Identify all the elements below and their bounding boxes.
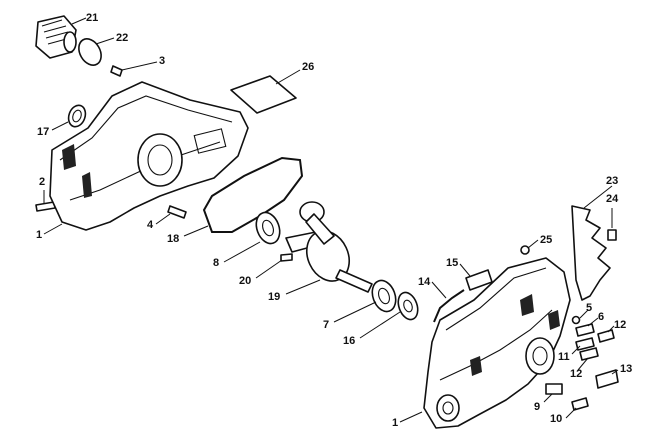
- callout-17: 17: [37, 126, 49, 138]
- part-25-nut: [520, 245, 530, 255]
- part-17-oil-seal: [67, 104, 87, 128]
- callout-10: 10: [550, 413, 562, 425]
- leader-lines: [43, 17, 619, 423]
- callout-2: 2: [39, 176, 45, 188]
- part-10-stud: [571, 397, 589, 411]
- part-13-collar-screw: [595, 369, 619, 389]
- callout-13: 13: [620, 363, 632, 375]
- part-23-bumper-spike: [571, 205, 611, 301]
- callout-19: 19: [268, 291, 280, 303]
- part-1-crankcase-left: [49, 81, 249, 231]
- callout-14: 14: [418, 276, 431, 288]
- callout-20: 20: [239, 275, 251, 287]
- part-11-stud: [575, 337, 595, 351]
- part-8-bearing: [255, 211, 281, 245]
- part-18-gasket: [202, 156, 304, 233]
- callout-12-upper: 12: [614, 319, 626, 331]
- callout-labels: 21 22 3 26 17 2 1 4 18 8 20 19 7 16 14 1…: [36, 12, 632, 429]
- callout-15: 15: [446, 257, 458, 269]
- callout-8: 8: [213, 257, 219, 269]
- callout-26: 26: [302, 61, 314, 73]
- part-21-oil-pump: [35, 15, 77, 59]
- callout-11: 11: [558, 351, 570, 363]
- part-1-crankcase-right: [423, 257, 571, 429]
- part-2-pin: [35, 201, 56, 212]
- callout-9: 9: [534, 401, 540, 413]
- part-3-screw: [110, 65, 123, 77]
- callout-25: 25: [540, 234, 552, 246]
- part-22-o-ring: [78, 38, 102, 66]
- part-24-screw: [607, 229, 617, 241]
- part-14-tube: [433, 289, 465, 323]
- callout-21: 21: [86, 12, 98, 24]
- callout-23: 23: [606, 175, 618, 187]
- part-12-stud-upper: [597, 329, 615, 343]
- callout-6: 6: [598, 311, 604, 323]
- part-20-key: [280, 253, 293, 262]
- part-4-dowel: [167, 205, 187, 219]
- callout-16: 16: [343, 335, 355, 347]
- part-12-stud-lower: [579, 347, 599, 361]
- callout-12-lower: 12: [570, 368, 582, 380]
- callout-1-right: 1: [392, 417, 398, 429]
- part-6-stud: [575, 323, 595, 337]
- callout-3: 3: [159, 55, 165, 67]
- callout-24: 24: [606, 193, 619, 205]
- callout-4: 4: [147, 219, 154, 231]
- callout-7: 7: [323, 319, 329, 331]
- part-19-crankshaft: [285, 201, 373, 293]
- callout-22: 22: [116, 32, 128, 44]
- part-9-screw: [545, 383, 563, 395]
- part-7-bearing: [371, 279, 397, 313]
- callout-1-left: 1: [36, 229, 42, 241]
- part-16-seal: [397, 291, 419, 321]
- callout-18: 18: [167, 233, 179, 245]
- part-26-plate: [230, 75, 297, 114]
- callout-5: 5: [586, 302, 592, 314]
- part-5-plug: [571, 315, 581, 325]
